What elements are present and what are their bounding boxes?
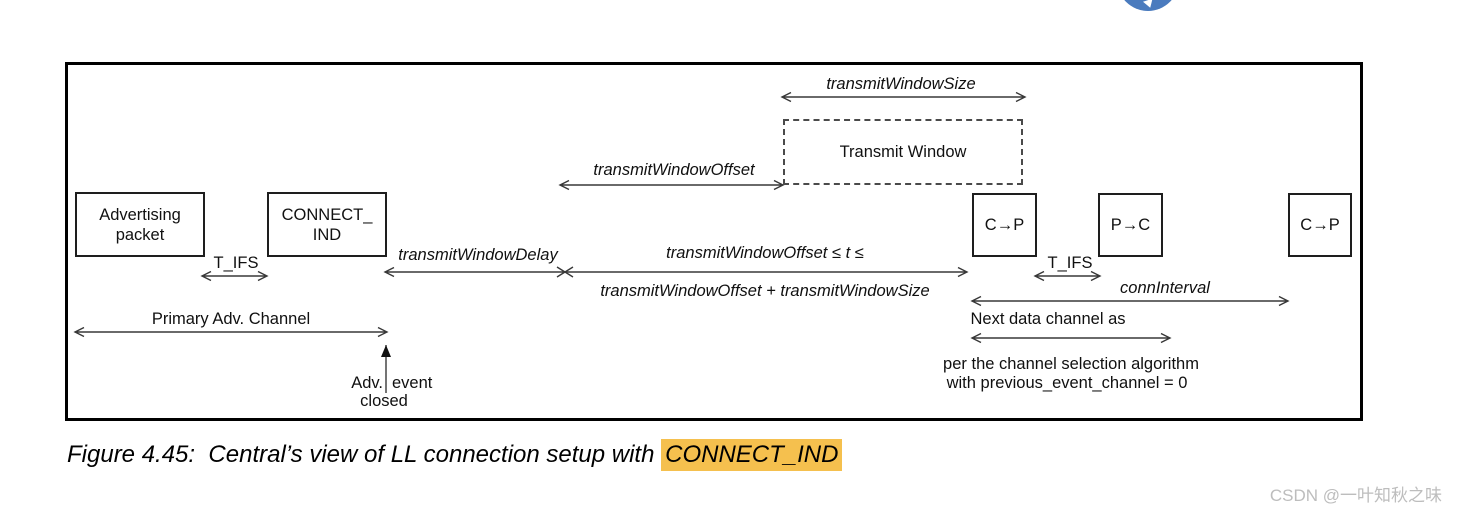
t-ifs-left-label: T_IFS: [213, 254, 259, 272]
advertising-packet-box-label: packet: [115, 225, 165, 244]
transmit-window-offset-label: transmitWindowOffset: [593, 161, 755, 179]
c-to-p-box-2-label: C→P: [1300, 216, 1340, 234]
c-to-p-box-1-label: C→P: [984, 216, 1025, 234]
primary-adv-channel-label: Primary Adv. Channel: [151, 310, 311, 328]
caption-highlight: CONNECT_IND: [661, 439, 843, 471]
p-to-c-box: P→C: [1098, 193, 1163, 257]
t-ifs-right-label: T_IFS: [1047, 254, 1093, 272]
channel-algo-line2-label: with previous_event_channel = 0: [946, 374, 1188, 392]
diagram-frame: [65, 62, 1363, 421]
conn-interval-label: connInterval: [1120, 279, 1210, 297]
transmit-window-size-label: transmitWindowSize: [826, 75, 976, 93]
watermark: CSDN @一叶知秋之味: [1269, 486, 1442, 505]
avatar[interactable]: [1117, 0, 1179, 11]
advertising-packet-box-label: Advertising: [99, 205, 181, 224]
connect-ind-box-label: IND: [312, 225, 342, 244]
caption-text: Figure 4.45: Central’s view of LL connec…: [67, 441, 662, 468]
channel-algo-line1-label: per the channel selection algorithm: [943, 355, 1199, 373]
figure-caption: Figure 4.45: Central’s view of LL connec…: [67, 439, 843, 471]
adv-label: Adv.: [351, 374, 383, 392]
event-label: event: [392, 374, 433, 392]
closed-label: closed: [360, 392, 408, 410]
connect-ind-box-label: CONNECT_: [281, 205, 373, 224]
transmit-window-range-lower-label: transmitWindowOffset + transmitWindowSiz…: [600, 282, 930, 300]
c-to-p-box-2: C→P: [1288, 193, 1352, 257]
transmit-window-delay-label: transmitWindowDelay: [398, 246, 558, 264]
next-data-channel-label: Next data channel as: [970, 310, 1126, 328]
connect-ind-box: CONNECT_IND: [267, 192, 387, 257]
transmit-window-box-label: Transmit Window: [839, 143, 967, 161]
c-to-p-box-1: C→P: [972, 193, 1037, 257]
transmit-window-box: Transmit Window: [783, 119, 1023, 185]
p-to-c-box-label: P→C: [1110, 216, 1151, 234]
transmit-window-range-upper-label: transmitWindowOffset ≤ t ≤: [666, 244, 864, 262]
